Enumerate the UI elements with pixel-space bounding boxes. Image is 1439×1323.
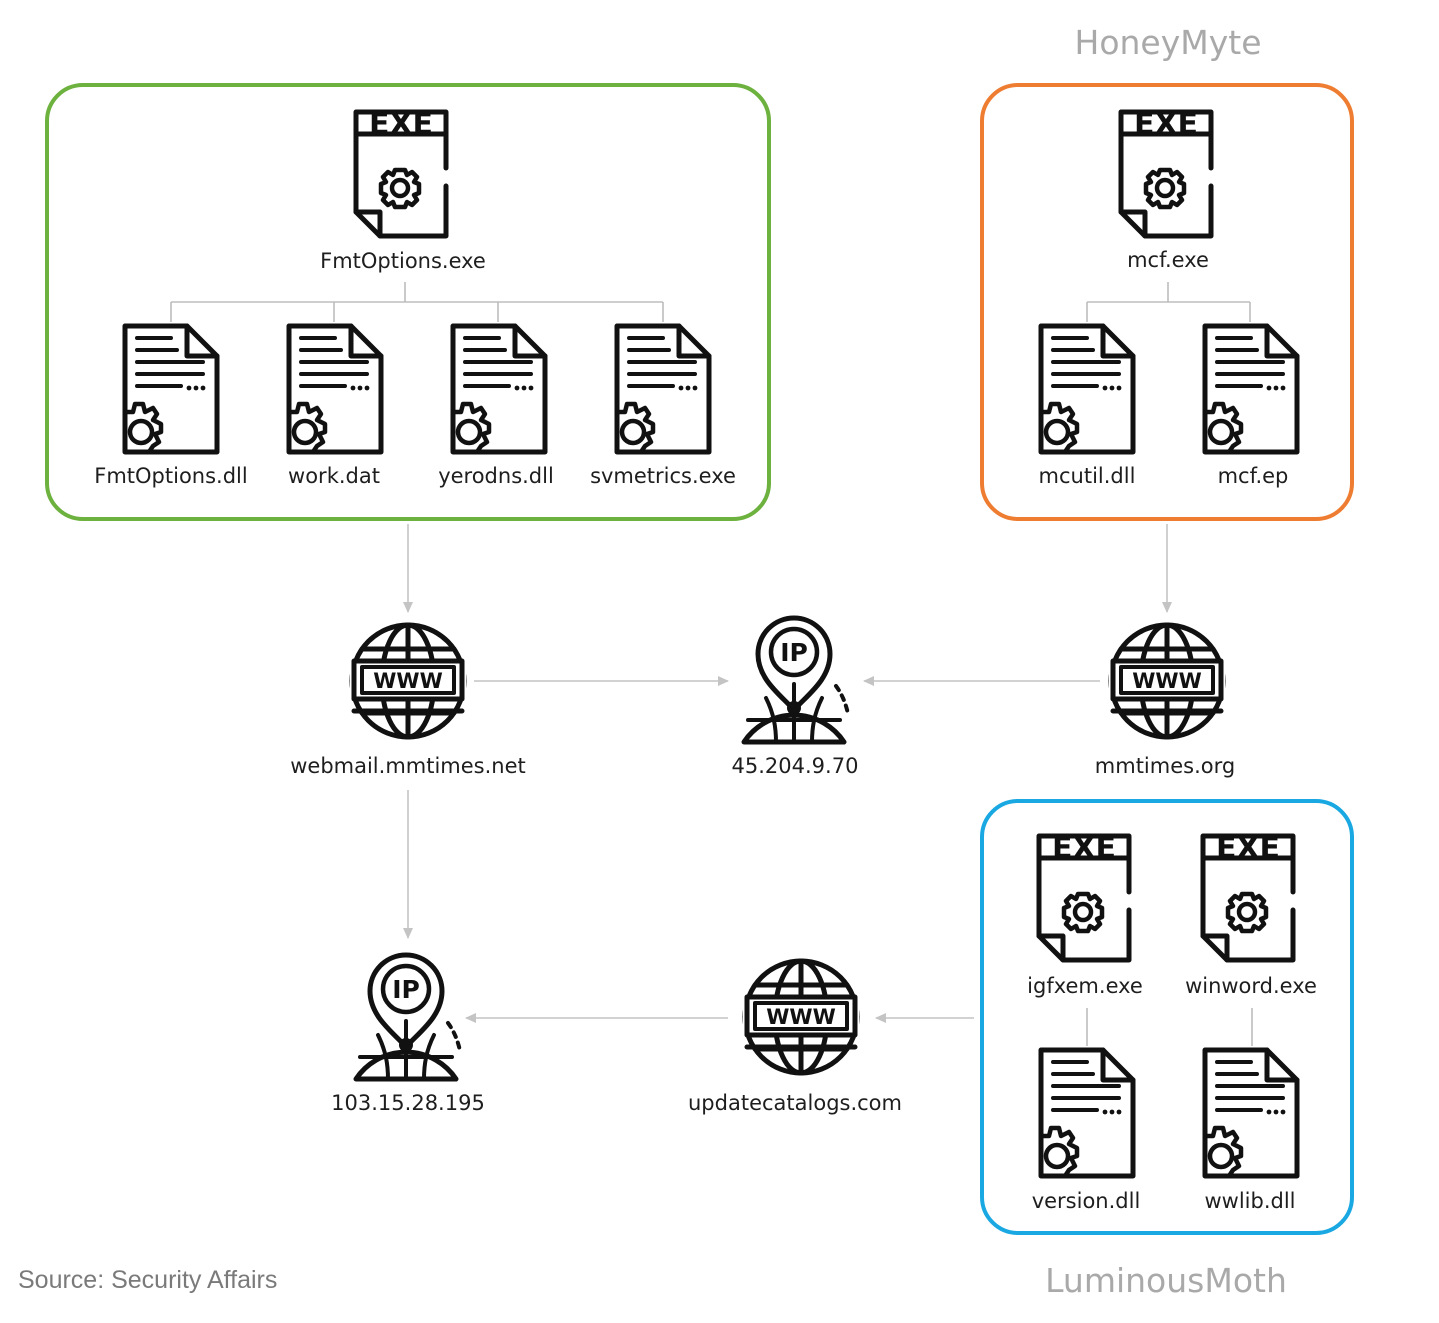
ip-103-label: 103.15.28.195 xyxy=(331,1091,485,1115)
tree-connector xyxy=(1086,1008,1253,1046)
exe-file-icon xyxy=(1203,831,1293,960)
version-dll-label: version.dll xyxy=(1032,1189,1141,1213)
wwlib-dll-label: wwlib.dll xyxy=(1204,1189,1295,1213)
webmail-domain-label: webmail.mmtimes.net xyxy=(290,754,526,778)
ip-45-label: 45.204.9.70 xyxy=(732,754,859,778)
tree-connector xyxy=(170,282,664,322)
green-group-box xyxy=(45,83,771,521)
dat-file-icon xyxy=(289,326,381,452)
luminousmoth-title: LuminousMoth xyxy=(1045,1261,1287,1300)
exe-file-doc-icon xyxy=(617,326,709,452)
work-dat-label: work.dat xyxy=(288,464,380,488)
luminousmoth-group-box xyxy=(980,799,1354,1235)
dll-file-icon xyxy=(1041,326,1133,452)
www-globe-icon xyxy=(743,961,859,1073)
ip-location-icon xyxy=(356,955,460,1079)
honeymyte-title: HoneyMyte xyxy=(1075,23,1262,62)
mcutil-dll-label: mcutil.dll xyxy=(1039,464,1136,488)
www-globe-icon xyxy=(350,625,466,737)
source-caption: Source: Security Affairs xyxy=(18,1266,277,1294)
exe-file-icon xyxy=(1039,831,1129,960)
svmetrics-exe-label: svmetrics.exe xyxy=(590,464,736,488)
dll-file-icon xyxy=(1205,1050,1297,1176)
fmtoptions-exe-label: FmtOptions.exe xyxy=(320,249,486,273)
mmtimes-org-label: mmtimes.org xyxy=(1095,754,1235,778)
ep-file-icon xyxy=(1205,326,1297,452)
dll-file-icon xyxy=(125,326,217,452)
dll-file-icon xyxy=(1041,1050,1133,1176)
tree-connector xyxy=(1086,282,1251,322)
exe-file-icon xyxy=(1121,107,1211,236)
dll-file-icon xyxy=(453,326,545,452)
mcf-exe-label: mcf.exe xyxy=(1127,248,1209,272)
igfxem-exe-label: igfxem.exe xyxy=(1027,974,1143,998)
yerodns-dll-label: yerodns.dll xyxy=(438,464,554,488)
fmtoptions-dll-label: FmtOptions.dll xyxy=(94,464,247,488)
honeymyte-group-box xyxy=(980,83,1354,521)
www-globe-icon xyxy=(1109,625,1225,737)
mcf-ep-label: mcf.ep xyxy=(1218,464,1289,488)
updatecatalogs-domain-label: updatecatalogs.com xyxy=(688,1091,902,1115)
winword-exe-label: winword.exe xyxy=(1185,974,1317,998)
exe-file-icon xyxy=(356,107,446,236)
ip-location-icon xyxy=(744,618,848,742)
